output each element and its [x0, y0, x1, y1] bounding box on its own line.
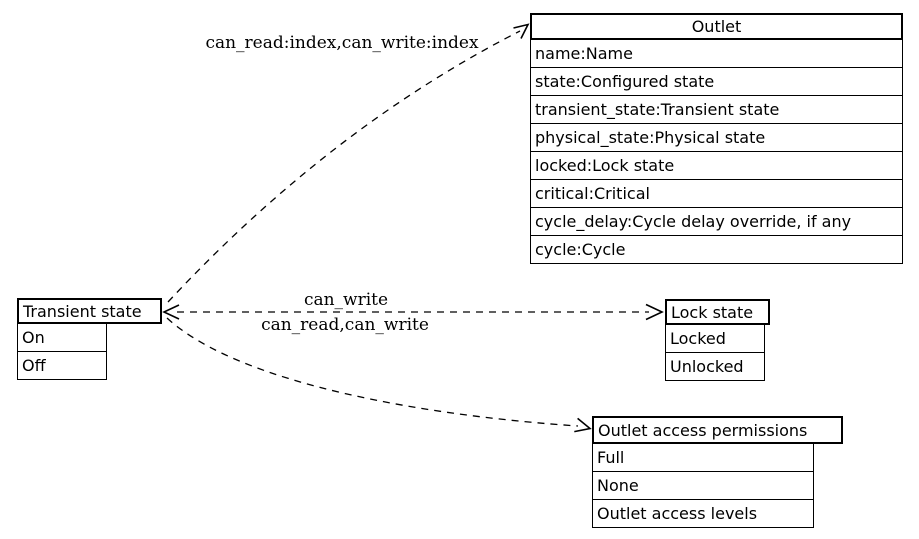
node-outlet-rows: name:Name state:Configured state transie… [530, 39, 903, 264]
node-transient-state-title: Transient state [17, 298, 162, 324]
node-lock-state-rows: Locked Unlocked [665, 324, 765, 381]
arrowhead-into-transient-state-icon [162, 304, 180, 320]
arrowhead-into-outlet-icon [513, 23, 530, 39]
transient-state-row-on: On [17, 323, 107, 352]
edge-label-can-write: can_write [303, 290, 389, 310]
outlet-row-cycle-delay: cycle_delay:Cycle delay override, if any [530, 207, 903, 236]
arrowhead-into-lock-state-icon [645, 303, 664, 321]
lock-state-row-locked: Locked [665, 324, 765, 353]
node-outlet-access-permissions-title: Outlet access permissions [592, 416, 843, 444]
outlet-row-physical-state: physical_state:Physical state [530, 123, 903, 152]
node-outlet-access-permissions-rows: Full None Outlet access levels [592, 443, 814, 528]
transient-state-row-off: Off [17, 351, 107, 380]
outlet-access-permissions-row-none: None [592, 471, 814, 500]
outlet-row-locked: locked:Lock state [530, 151, 903, 180]
outlet-access-permissions-row-levels: Outlet access levels [592, 499, 814, 528]
edge-transient-to-outlet-access-permissions [166, 317, 579, 427]
node-outlet-title: Outlet [530, 13, 903, 40]
edge-transient-to-outlet [167, 30, 521, 303]
outlet-row-transient-state: transient_state:Transient state [530, 95, 903, 124]
outlet-row-name: name:Name [530, 39, 903, 68]
node-lock-state-title: Lock state [665, 299, 770, 325]
edge-label-can-read-can-write: can_read,can_write [261, 315, 429, 335]
outlet-access-permissions-row-full: Full [592, 443, 814, 472]
outlet-row-state: state:Configured state [530, 67, 903, 96]
outlet-row-cycle: cycle:Cycle [530, 235, 903, 264]
node-transient-state-rows: On Off [17, 323, 107, 380]
edge-label-can-read-index-can-write-index: can_read:index,can_write:index [205, 33, 479, 53]
arrowhead-into-outlet-access-permissions-icon [574, 417, 592, 433]
outlet-row-critical: critical:Critical [530, 179, 903, 208]
lock-state-row-unlocked: Unlocked [665, 352, 765, 381]
